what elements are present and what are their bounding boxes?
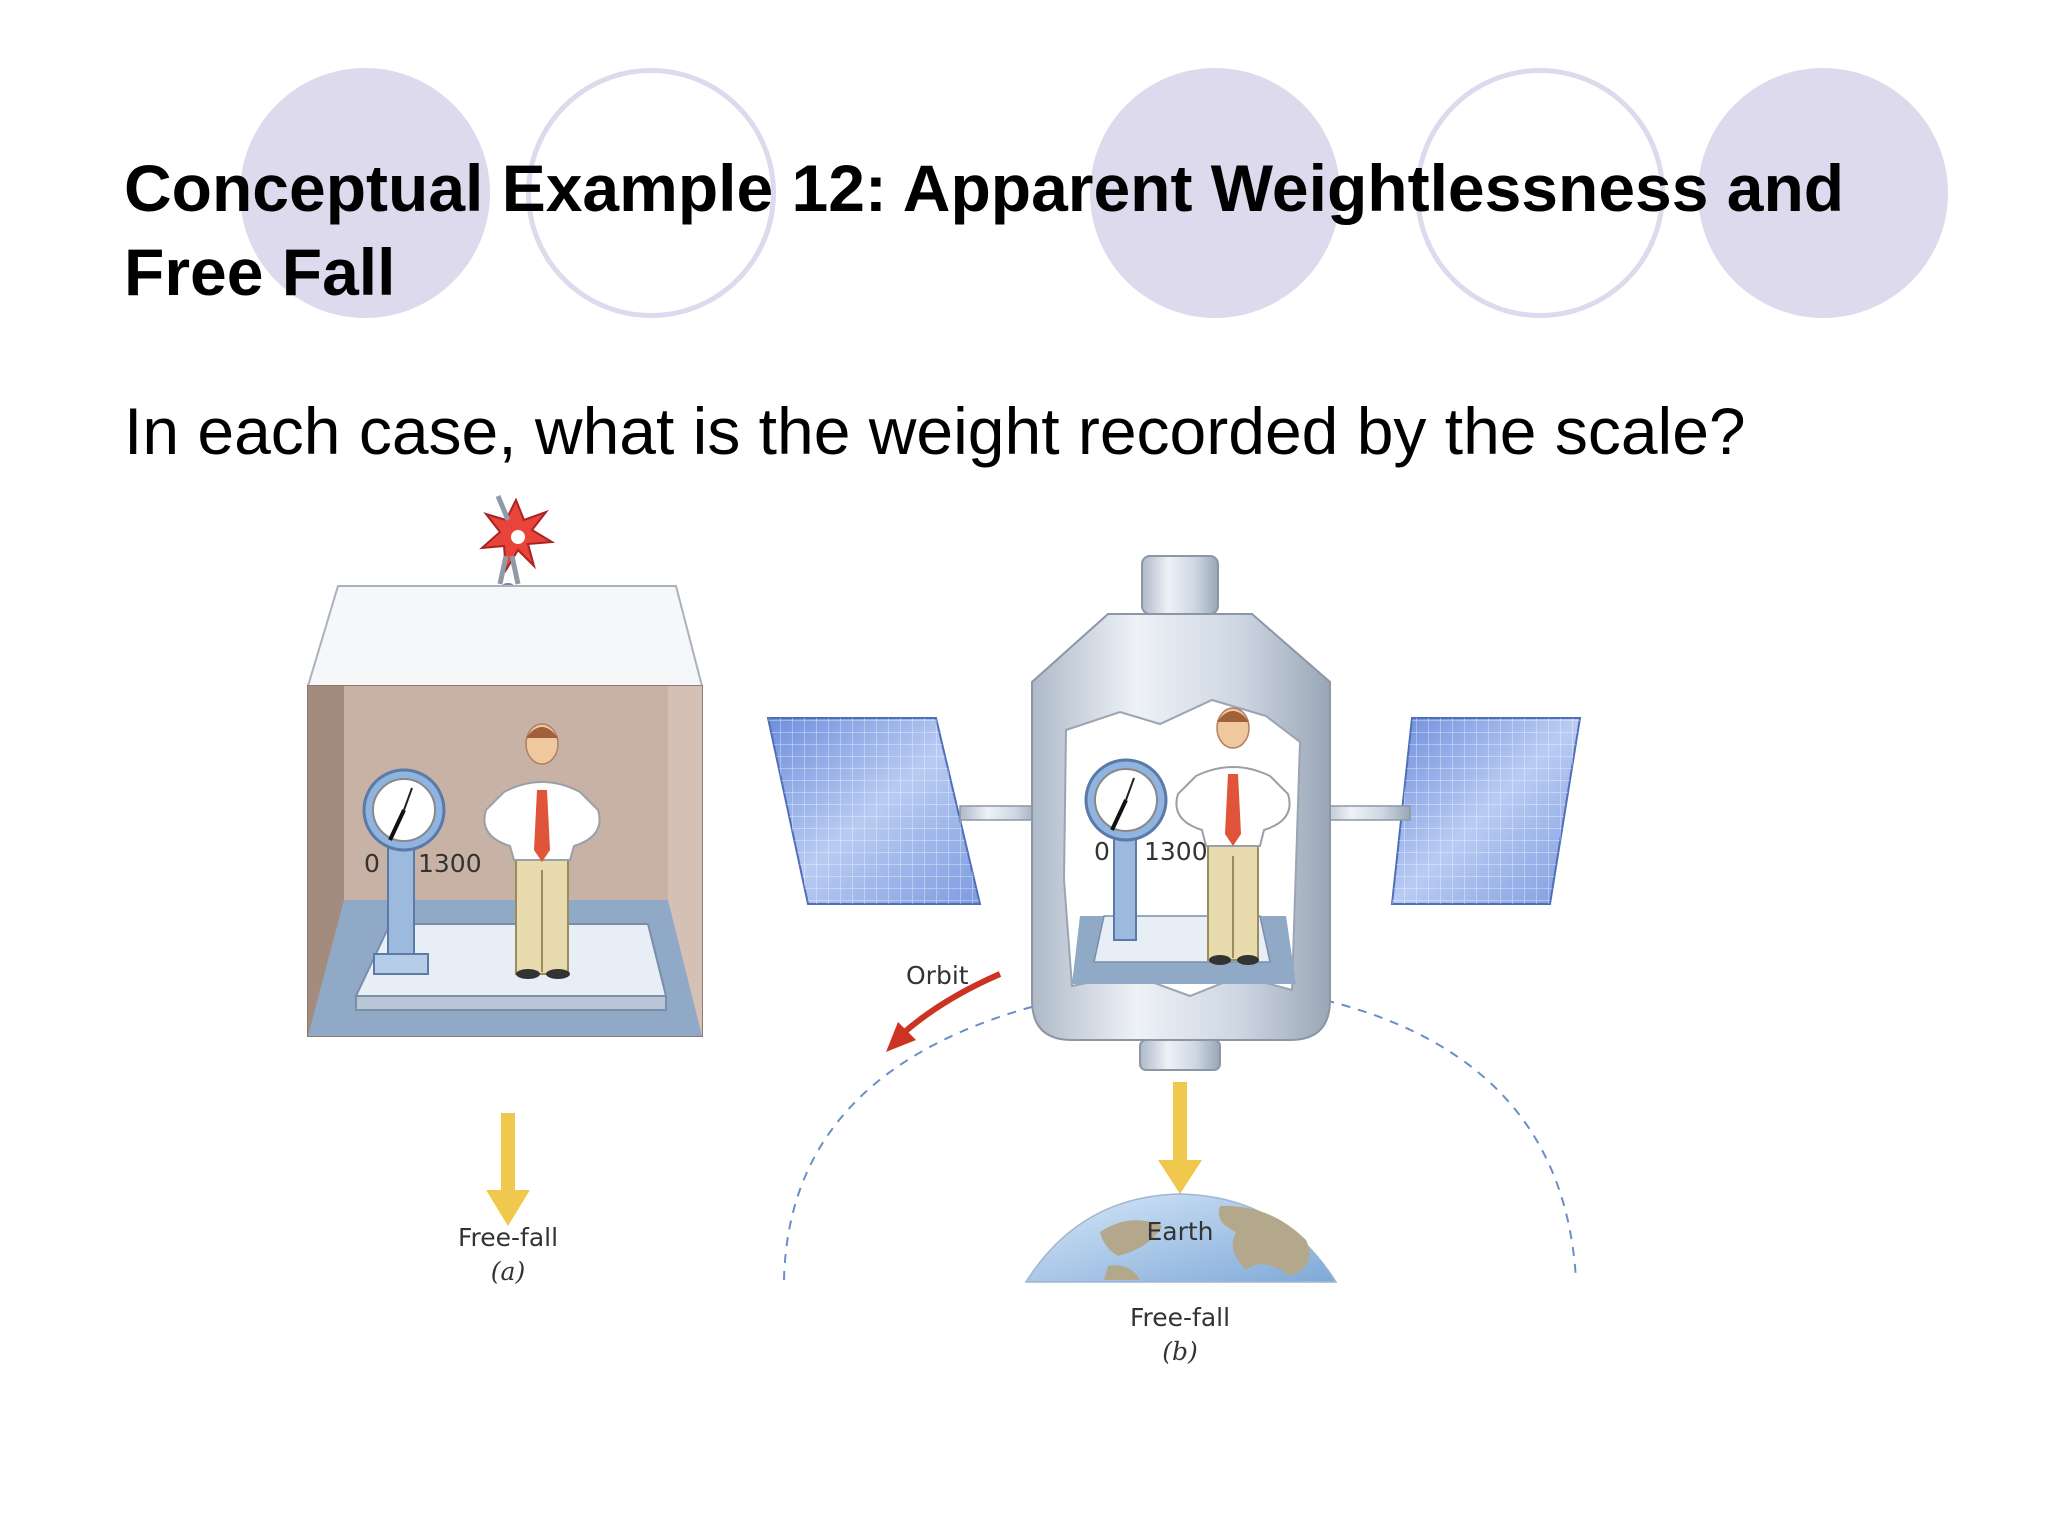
free-fall-figure: 0 1300 Free-fall (a) Orbit (306, 495, 1582, 1366)
decor-circle-1 (240, 68, 490, 318)
scale-dial-icon (1084, 758, 1168, 842)
panel-b-satellite: Orbit 0 1300 (766, 555, 1582, 1366)
panel-b-scale-max: 1300 (1144, 837, 1208, 866)
scale-dial-icon (362, 768, 446, 852)
decor-circle-3 (1090, 68, 1340, 318)
panel-b-caption: (b) (1162, 1337, 1198, 1366)
panel-a-scale-max: 1300 (418, 849, 482, 878)
decor-circle-5 (1698, 68, 1948, 318)
orbit-label: Orbit (906, 961, 969, 990)
person-icon (483, 723, 601, 979)
panel-a-scale-zero: 0 (364, 849, 380, 878)
earth-label: Earth (1146, 1217, 1213, 1246)
decor-circle-4 (1415, 68, 1665, 318)
arrow-down-icon (1158, 1082, 1202, 1194)
panel-a-fall-label: Free-fall (458, 1223, 558, 1252)
panel-b-scale-zero: 0 (1094, 837, 1110, 866)
slide-title-line-2: Free Fall (124, 235, 396, 309)
panel-b-fall-label: Free-fall (1130, 1303, 1230, 1332)
orbit-arrow-icon (886, 971, 1002, 1052)
slide-title-line-1: Conceptual Example 12: Apparent Weightle… (124, 151, 1845, 225)
decor-circle-2 (526, 68, 776, 318)
panel-a-elevator: 0 1300 Free-fall (a) (306, 495, 704, 1286)
earth-icon (1024, 1193, 1338, 1283)
slide-question: In each case, what is the weight recorde… (124, 394, 1746, 468)
slide-title: Conceptual Example 12: Apparent Weightle… (124, 146, 2004, 314)
arrow-down-icon (486, 1113, 530, 1226)
person-icon (1175, 707, 1291, 965)
spark-icon (479, 497, 556, 574)
panel-a-caption: (a) (491, 1257, 525, 1286)
